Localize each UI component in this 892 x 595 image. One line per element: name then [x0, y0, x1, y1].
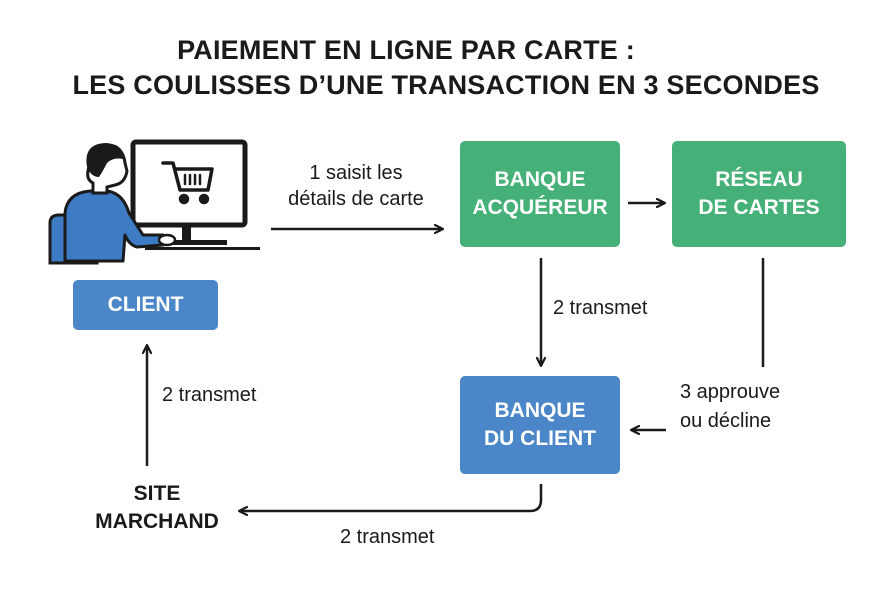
edge-label-acquirer-to-client-bank: 2 transmet [553, 297, 648, 319]
diagram-title-line2: LES COULISSES D’UNE TRANSACTION EN 3 SEC… [72, 70, 820, 100]
acquirer-bank-line2: ACQUÉREUR [472, 196, 608, 219]
acquirer-bank-node: BANQUE ACQUÉREUR [460, 141, 620, 247]
merchant-site-node: SITE MARCHAND [82, 480, 232, 536]
client-node-label: CLIENT [107, 293, 184, 316]
client-bank-line2: DU CLIENT [484, 427, 596, 450]
client-bank-line1: BANQUE [494, 399, 586, 422]
person-at-computer-icon [48, 139, 260, 265]
edge-label-merchant-to-client: 2 transmet [162, 384, 257, 406]
card-network-node: RÉSEAU DE CARTES [672, 141, 846, 247]
client-bank-node: BANQUE DU CLIENT [460, 376, 620, 474]
shopping-cart-icon [161, 161, 214, 205]
merchant-site-line2: MARCHAND [95, 510, 219, 533]
card-network-line1: RÉSEAU [715, 168, 803, 191]
edge-label-network-line1: 3 approuve [680, 381, 781, 403]
edge-label-network-line2: ou décline [680, 410, 772, 432]
edge-label-client-bank-to-merchant: 2 transmet [340, 526, 435, 548]
acquirer-bank-line1: BANQUE [494, 168, 586, 191]
arrow-client-bank-to-merchant [240, 484, 543, 511]
merchant-site-line1: SITE [133, 482, 181, 505]
card-network-line2: DE CARTES [698, 196, 820, 219]
edge-label-client-to-acquirer-line1: 1 saisit les [309, 162, 403, 184]
diagram-title-line1: PAIEMENT EN LIGNE PAR CARTE : [177, 35, 635, 65]
edge-label-network-to-client-bank: 3 approuve ou décline [680, 378, 780, 436]
client-node: CLIENT [73, 280, 218, 330]
edge-label-client-to-acquirer: 1 saisit les détails de carte [270, 160, 442, 212]
edge-label-client-to-acquirer-line2: détails de carte [288, 188, 424, 210]
